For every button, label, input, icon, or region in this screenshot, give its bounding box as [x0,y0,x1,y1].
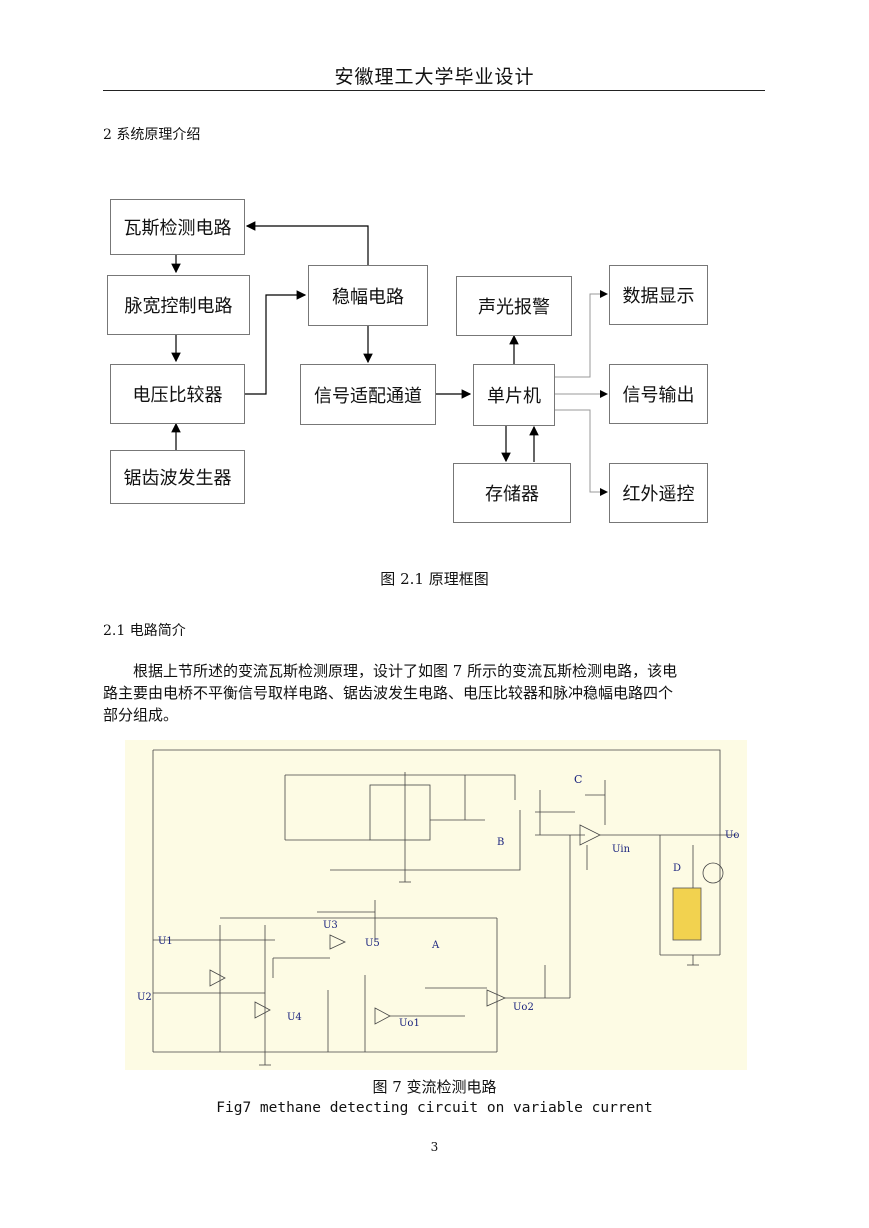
block-data-display: 数据显示 [609,265,708,325]
paragraph-line-3: 部分组成。 [103,706,179,724]
circuit-label-b: B [497,837,505,848]
page-number: 3 [430,1140,439,1154]
block-signal-output: 信号输出 [609,364,708,424]
circuit-label-d: D [673,863,682,874]
circuit-label-uo: Uo [725,830,740,841]
paragraph-line-2: 路主要由电桥不平衡信号取样电路、锯齿波发生电路、电压比较器和脉冲稳幅电路四个 [103,684,674,702]
header-rule [103,90,765,91]
circuit-label-c: C [574,773,583,786]
block-storage: 存储器 [453,463,571,523]
figure-7-caption-en: Fig7 methane detecting circuit on variab… [216,1100,653,1116]
circuit-label-uo1: Uo1 [399,1018,420,1029]
circuit-label-u2: U2 [137,992,152,1003]
block-signal-adapter: 信号适配通道 [300,364,436,425]
figure-2-1-caption: 图 2.1 原理框图 [380,570,489,588]
block-diagram-arrows [171,221,608,496]
block-voltage-comparator: 电压比较器 [110,364,245,424]
block-pwm-control: 脉宽控制电路 [107,275,250,335]
block-sound-light-alarm: 声光报警 [456,276,572,336]
arrow-stabilizer-to-gas [245,221,369,265]
block-mcu: 单片机 [473,364,555,426]
circuit-label-u1: U1 [158,936,173,947]
circuit-label-u4: U4 [287,1012,302,1023]
circuit-label-u3: U3 [323,920,338,931]
circuit-label-uin: Uin [612,844,631,855]
figure-7-caption-cn: 图 7 变流检测电路 [372,1078,497,1096]
line-mcu-to-display [554,293,607,378]
circuit-wires [152,749,737,1066]
section-heading: 2 系统原理介绍 [103,127,201,143]
block-amplitude-stabilizer: 稳幅电路 [308,265,428,326]
block-sawtooth-generator: 锯齿波发生器 [110,450,245,504]
block-gas-detection: 瓦斯检测电路 [110,199,245,255]
circuit-label-uo2: Uo2 [513,1002,534,1013]
circuit-schematic: C B A D Uo Uin U1 U2 U3 U4 U5 Uo1 Uo2 [125,740,747,1070]
circuit-label-u5: U5 [365,938,380,949]
circuit-label-a: A [432,940,440,951]
subsection-heading: 2.1 电路简介 [103,623,186,639]
document-header-title: 安徽理工大学毕业设计 [334,66,535,88]
paragraph-line-1: 根据上节所述的变流瓦斯检测原理，设计了如图 7 所示的变流瓦斯检测电路，该电 [133,662,678,680]
block-infrared-remote: 红外遥控 [609,463,708,523]
line-mcu-to-ir [554,409,607,493]
arrow-comparator-to-stabilizer [244,290,307,395]
